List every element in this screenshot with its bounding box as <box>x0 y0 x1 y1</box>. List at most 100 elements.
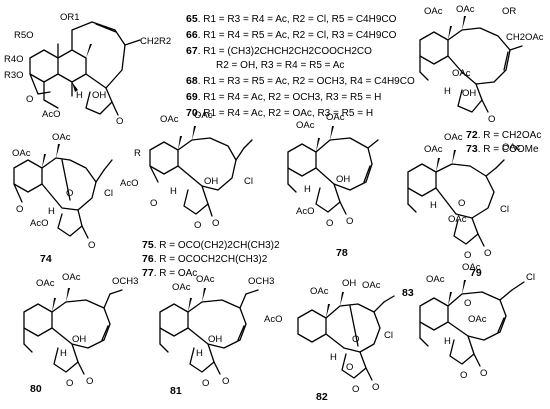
structure-74: OAc OAc O Cl H AcO O O <box>12 132 113 251</box>
compound-number: 76 <box>142 253 154 265</box>
structure-80: OAc OAc OCH3 H OH O O <box>23 272 138 389</box>
structure-78: OAc OAc H AcO OH O O <box>287 112 379 229</box>
atom-label: AcO <box>296 206 314 217</box>
atom-label: OH <box>204 176 218 187</box>
atom-label: O <box>352 334 359 345</box>
compound-number: 69 <box>186 91 198 103</box>
atom-label: O <box>326 218 333 229</box>
svg-text:66. R1 = R4 = R5 = Ac, R2 = Cl: 66. R1 = R4 = R5 = Ac, R2 = Cl, R3 = C4H… <box>186 29 397 41</box>
atom-label: AcO <box>42 109 60 120</box>
atom-label: OCH3 <box>248 276 274 287</box>
atom-label: Cl <box>104 188 113 199</box>
atom-label: H <box>76 90 83 101</box>
atom-label: O <box>116 116 123 127</box>
atom-label: OCH3 <box>112 276 138 287</box>
atom-label: OAc <box>296 120 315 131</box>
compound-label: 80 <box>30 383 42 395</box>
legend-line: . R = CH2OAc <box>478 130 542 141</box>
atom-label: O <box>86 376 93 387</box>
legend-line: . R = OAc <box>154 268 198 279</box>
atom-label: OAc <box>456 4 475 15</box>
atom-label: Cl <box>384 330 393 341</box>
atom-label: O <box>352 384 359 395</box>
atom-label: O <box>346 362 353 373</box>
atom-label: Cl <box>500 204 509 215</box>
svg-text:75. R = OCO(CH2)2CH(CH3)2: 75. R = OCO(CH2)2CH(CH3)2 <box>142 239 280 251</box>
atom-label: O <box>212 218 219 229</box>
legend-line: . R = COOMe <box>478 144 539 155</box>
atom-label: OAc <box>62 272 81 283</box>
legend-line: . R = OCO(CH2)2CH(CH3)2 <box>154 240 280 251</box>
atom-label: O <box>484 248 491 259</box>
svg-text:70. R1 = R4 = Ac, R2 = OAc, R3: 70. R1 = R4 = Ac, R2 = OAc, R3 = R5 = H <box>186 107 373 119</box>
legend-line: . R1 = R4 = Ac, R2 = OAc, R3 = R5 = H <box>198 108 373 119</box>
svg-text:72. R = CH2OAc: 72. R = CH2OAc <box>466 129 541 141</box>
atom-label: O <box>66 378 73 389</box>
legend-65-70: 65. R1 = R3 = R4 = Ac, R2 = Cl, R5 = C4H… <box>186 13 415 119</box>
svg-text:65. R1 = R3 = R4 = Ac, R2 = Cl: 65. R1 = R3 = R4 = Ac, R2 = Cl, R5 = C4H… <box>186 13 397 25</box>
atom-label: O <box>458 198 465 209</box>
legend-72-73: 72. R = CH2OAc 73. R = COOMe <box>466 129 541 155</box>
atom-label: H <box>48 206 55 217</box>
structure-79: OAc OAc OAc H O OAc Cl O O <box>407 132 521 261</box>
atom-label: O <box>26 94 33 105</box>
compound-number: 67 <box>186 45 198 57</box>
atom-label: OAc <box>462 262 481 273</box>
svg-text:73. R = COOMe: 73. R = COOMe <box>466 143 539 155</box>
atom-label: OH <box>208 334 222 345</box>
svg-text:77. R = OAc: 77. R = OAc <box>142 267 197 279</box>
atom-label: OAc <box>12 148 31 159</box>
atom-label: OR1 <box>60 12 80 23</box>
compound-number: 66 <box>186 29 198 41</box>
legend-line: . R1 = R4 = Ac, R2 = OCH3, R3 = R5 = H <box>198 92 382 103</box>
atom-label: OAc <box>326 112 345 123</box>
compound-number: 70 <box>186 107 198 119</box>
legend-line: . R1 = R4 = R5 = Ac, R2 = Cl, R3 = C4H9C… <box>198 30 397 41</box>
atom-label: OH <box>336 174 350 185</box>
legend-line: . R = OCOCH2CH(CH3)2 <box>154 254 268 265</box>
legend-75-77: 75. R = OCO(CH2)2CH(CH3)2 76. R = OCOCH2… <box>142 239 280 279</box>
atom-label: OAc <box>310 286 329 297</box>
atom-label: OAc <box>448 214 467 225</box>
svg-text:68. R1 = R3 = R5 = Ac, R2 = OC: 68. R1 = R3 = R5 = Ac, R2 = OCH3, R4 = C… <box>186 75 415 87</box>
compound-label: 79 <box>470 267 482 279</box>
compound-label: 82 <box>316 391 328 403</box>
compound-number: 68 <box>186 75 198 87</box>
atom-label: O <box>480 368 487 379</box>
atom-label: O <box>88 240 95 251</box>
compound-label: 81 <box>170 385 182 397</box>
atom-label: Cl <box>526 272 535 283</box>
compound-label: 83 <box>402 287 414 299</box>
atom-label: OAc <box>468 314 487 325</box>
atom-label: OH <box>72 334 86 345</box>
svg-text:76. R = OCOCH2CH(CH3)2: 76. R = OCOCH2CH(CH3)2 <box>142 253 268 265</box>
atom-label: AcO <box>120 178 138 189</box>
atom-label: H <box>430 200 437 211</box>
atom-label: R5O <box>14 30 34 41</box>
atom-label: R3O <box>4 70 24 81</box>
atom-label: OAc <box>444 132 463 143</box>
atom-label: O <box>372 382 379 393</box>
structure-75-77: R OAc OAc AcO H OH Cl O O O <box>120 110 253 231</box>
structure-81: OAc OAc OCH3 H OH O O <box>159 274 274 389</box>
atom-label: OAc <box>36 278 55 289</box>
atom-label: AcO <box>264 314 282 325</box>
atom-label: OH <box>342 278 356 289</box>
atom-label: H <box>196 348 203 359</box>
atom-label: OAc <box>424 6 443 17</box>
atom-label: OAc <box>196 274 215 285</box>
atom-label: OAc <box>194 110 213 121</box>
atom-label: H <box>304 184 311 195</box>
compound-number: 75 <box>142 239 154 251</box>
compound-label: 78 <box>336 247 348 259</box>
atom-label: OAc <box>424 144 443 155</box>
legend-line: R2 = OH, R3 = R4 = R5 = Ac <box>216 60 344 71</box>
atom-label: H <box>60 348 67 359</box>
compound-number: 77 <box>142 267 154 279</box>
atom-label: R <box>134 148 141 159</box>
atom-label: O <box>464 250 471 261</box>
atom-label: OAc <box>160 114 179 125</box>
atom-label: H <box>170 186 177 197</box>
structure-72-73: OAc OAc OR CH2OAc OAc H OH O <box>419 4 544 125</box>
